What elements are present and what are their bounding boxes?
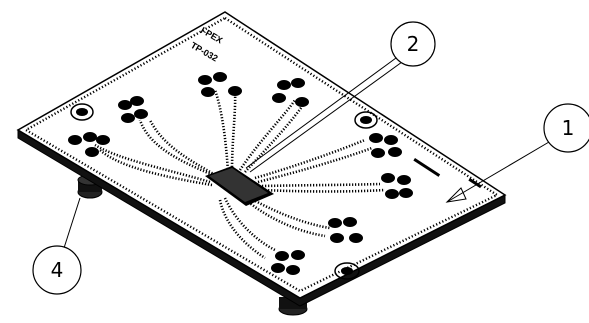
callout-circle (32, 245, 82, 295)
pad-cluster-right-lower (328, 217, 363, 243)
callout-circle (390, 21, 436, 67)
callout-1: 1 (445, 103, 589, 203)
central-connector (205, 166, 274, 206)
mounting-hole-right (354, 111, 378, 129)
callout-4: 4 (32, 197, 82, 295)
signal-traces (94, 89, 386, 260)
mounting-hole-bottom (334, 262, 360, 280)
callout-number: 1 (562, 116, 575, 140)
pad-cluster-top-right (272, 78, 309, 107)
callout-2: 2 (245, 21, 436, 173)
pad-cluster-bottom (271, 250, 305, 275)
callout-number: 2 (407, 32, 420, 56)
edge-marking-strip (413, 158, 482, 189)
pad-cluster-right-upper (369, 133, 402, 158)
mounting-hole-left (70, 103, 94, 121)
callout-number: 4 (51, 258, 64, 282)
board-top-face (16, 11, 507, 299)
arrowhead-icon (445, 187, 467, 203)
pad-cluster-top-center (198, 72, 242, 97)
pad-cluster-right-middle (381, 173, 413, 199)
pad-cluster-left (68, 132, 110, 157)
callout-circle (543, 103, 589, 153)
pad-cluster-top-left (118, 96, 148, 123)
